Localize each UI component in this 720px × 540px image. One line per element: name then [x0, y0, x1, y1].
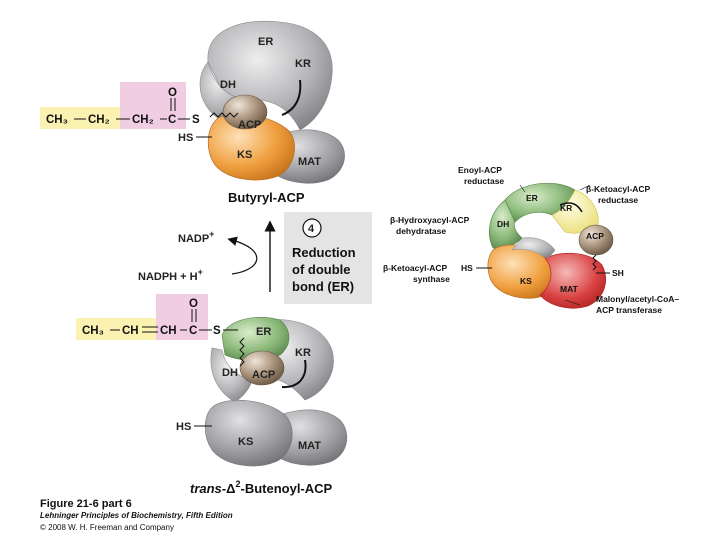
top-carbonyl-c: C — [168, 114, 176, 126]
ketoacyl-reductase-label-1: β-Ketoacyl-ACP — [586, 184, 651, 194]
malonyl-label-1: Malonyl/acetyl-CoA– — [596, 294, 679, 304]
bottom-carbonyl-c: C — [189, 325, 197, 337]
overview-ks-label: KS — [520, 276, 532, 286]
top-acp-ball — [222, 94, 268, 130]
bottom-kr-arrow — [281, 359, 307, 389]
figure-caption: Figure 21-6 part 6 Lehninger Principles … — [40, 498, 233, 534]
ketoacyl-synthase-label-1: β-Ketoacyl-ACP — [383, 263, 448, 273]
overview-hs-label: HS — [461, 263, 473, 273]
ketoacyl-reductase-label-2: reductase — [598, 195, 638, 205]
bottom-synthase-complex: ER KR DH ACP KS MAT HS — [176, 317, 348, 467]
hydroxyacyl-label-2: dehydratase — [396, 226, 446, 236]
bottom-pink-box — [156, 294, 208, 340]
figure-number: Figure 21-6 part 6 — [40, 498, 132, 510]
step-number: 4 — [308, 223, 315, 235]
top-kr-label: KR — [295, 58, 311, 70]
overview-mat-label: MAT — [560, 284, 579, 294]
top-hs-label: HS — [178, 132, 193, 144]
top-er-label: ER — [258, 36, 273, 48]
bottom-ks-label: KS — [238, 436, 253, 448]
step-line3: bond (ER) — [292, 279, 354, 294]
bottom-acp-ball — [239, 350, 285, 386]
step-line2: of double — [292, 262, 351, 277]
top-product-name: Butyryl-ACP — [228, 190, 305, 205]
hydroxyacyl-label-1: β-Hydroxyacyl-ACP — [390, 215, 470, 225]
bottom-formula: CH₃ CH CH C O S trans-Δ2-Butenoyl-ACP — [76, 294, 333, 496]
top-kr-arrow — [281, 79, 302, 116]
step-line1: Reduction — [292, 245, 356, 260]
bottom-carbonyl-o: O — [189, 298, 198, 310]
overview-mat-lobe — [539, 253, 606, 309]
bottom-mat-label: MAT — [298, 440, 321, 452]
bottom-acp-label: ACP — [252, 369, 275, 381]
step-4: 4 Reduction of double bond (ER) NADP+ NA… — [138, 212, 372, 304]
copyright: © 2008 W. H. Freeman and Company — [40, 523, 174, 532]
enoyl-label-1: Enoyl-ACP — [458, 165, 502, 175]
bottom-hs-label: HS — [176, 421, 191, 433]
top-carbonyl-o: O — [168, 87, 177, 99]
bottom-sulfur: S — [213, 325, 221, 337]
bottom-ch-b: CH — [160, 325, 177, 337]
bottom-ch3: CH₃ — [82, 325, 104, 337]
malonyl-label-2: ACP transferase — [596, 305, 662, 315]
top-ks-label: KS — [237, 149, 252, 161]
bottom-er-label: ER — [256, 326, 271, 338]
overview-synthase: ER KR DH ACP KS MAT HS SH Enoyl-ACP redu… — [383, 165, 679, 315]
top-dh-label: DH — [220, 79, 236, 91]
top-synthase-complex: ER KR DH ACP KS MAT HS — [178, 21, 345, 184]
overview-dh-label: DH — [497, 219, 509, 229]
top-mat-label: MAT — [298, 156, 321, 168]
enoyl-label-2: reductase — [464, 176, 504, 186]
bottom-dh-label: DH — [222, 367, 238, 379]
top-formula: CH₃ CH₂ CH₂ C O S Butyryl-ACP — [40, 82, 305, 205]
bottom-dh-lobe — [210, 347, 253, 403]
bottom-product-name: trans-Δ2-Butenoyl-ACP — [190, 479, 333, 496]
cofactor-arrow — [227, 236, 258, 275]
top-ch2-a: CH₂ — [88, 114, 110, 126]
ketoacyl-synthase-label-2: synthase — [413, 274, 450, 284]
bottom-ch-a: CH — [122, 325, 139, 337]
bottom-yellow-box — [76, 318, 156, 340]
book-title: Lehninger Principles of Biochemistry, Fi… — [40, 511, 233, 520]
overview-kr-label: KR — [560, 203, 572, 213]
step-box — [284, 212, 372, 304]
bottom-ks-lobe — [204, 399, 293, 467]
overview-sh-label: SH — [612, 268, 624, 278]
top-ch2-b: CH₂ — [132, 114, 154, 126]
bottom-kr-label: KR — [295, 347, 311, 359]
overview-acp-label: ACP — [586, 231, 604, 241]
nadph-label: NADPH + H+ — [138, 267, 203, 283]
bottom-pantetheine-arm — [239, 337, 245, 367]
nadp-label: NADP+ — [178, 229, 214, 245]
top-acp-label: ACP — [238, 119, 261, 131]
top-pantetheine-arm — [209, 112, 239, 118]
overview-er-label: ER — [526, 193, 538, 203]
top-ch3: CH₃ — [46, 114, 68, 126]
top-yellow-box — [40, 107, 120, 129]
top-sulfur: S — [192, 114, 200, 126]
